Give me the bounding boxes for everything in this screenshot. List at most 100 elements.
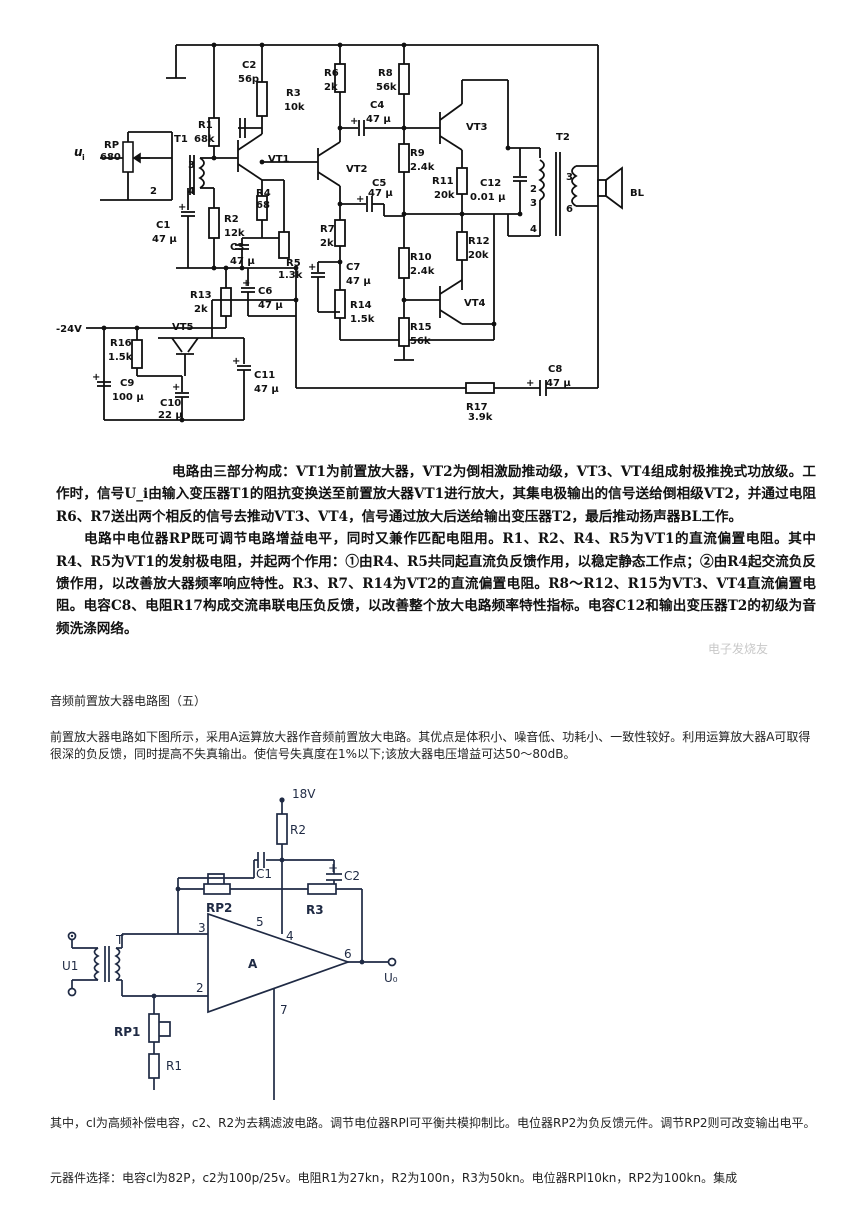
label-u1: U1 xyxy=(62,959,78,973)
plus-mark: + xyxy=(232,356,240,367)
label-r3: R3 xyxy=(306,903,324,917)
label-t1-p4: 4 xyxy=(188,186,195,197)
label-c1-val: 47 μ xyxy=(152,234,177,245)
label-ui: u xyxy=(74,145,83,159)
label-r9-val: 2.4k xyxy=(410,162,435,173)
label-r10-val: 2.4k xyxy=(410,266,435,277)
label-c5: C5 xyxy=(372,178,386,189)
label-c12: C12 xyxy=(480,178,501,189)
explain-paragraph: 其中，cl为高频补偿电容，c2、R2为去耦滤波电路。调节电位器RPl可平衡共模抑… xyxy=(50,1116,816,1130)
label-r1: R1 xyxy=(166,1059,182,1073)
intro-paragraph: 前置放大器电路如下图所示，采用A运算放大器作音频前置放大电路。其优点是体积小、噪… xyxy=(50,730,811,761)
label-rp: RP xyxy=(104,140,119,151)
label-r2: R2 xyxy=(224,214,239,225)
label-r16-val: 1.5k xyxy=(108,352,133,363)
label-t1: T1 xyxy=(174,134,188,145)
label-r17: R17 xyxy=(466,402,488,413)
label-t2-p3a: 3 xyxy=(530,198,537,209)
label-pin7: 7 xyxy=(280,1003,288,1017)
label-r17-val: 3.9k xyxy=(468,412,493,423)
label-r5: R5 xyxy=(286,258,301,269)
label-vt4: VT4 xyxy=(464,298,486,309)
circuit-description: 电路由三部分构成：VT1为前置放大器，VT2为倒相激励推动级，VT3、VT4组成… xyxy=(56,461,816,640)
schematic-opamp-preamp: 18V R2 C1 C2 RP2 R3 5 4 3 T U1 A 6 U₀ 2 … xyxy=(58,774,428,1106)
label-r8-val: 56k xyxy=(376,82,397,93)
label-vt5: VT5 xyxy=(172,322,194,333)
label-pin2: 2 xyxy=(196,981,204,995)
plus-mark: + xyxy=(350,116,358,127)
plus-mark: + xyxy=(356,194,364,205)
label-c9-val: 100 μ xyxy=(112,392,144,403)
label-vt2: VT2 xyxy=(346,164,368,175)
label-c12-val: 0.01 μ xyxy=(470,192,506,203)
label-pin6: 6 xyxy=(344,947,352,961)
plus-mark: + xyxy=(308,262,316,273)
label-pin5: 5 xyxy=(256,915,264,929)
label-c1: C1 xyxy=(156,220,170,231)
label-r15-val: 56k xyxy=(410,336,431,347)
label-c5-val: 47 μ xyxy=(368,188,393,199)
label-c4-val: 47 μ xyxy=(366,114,391,125)
label-t2-p4: 4 xyxy=(530,224,537,235)
plus-mark: + xyxy=(328,861,338,875)
label-c1: C1 xyxy=(256,867,272,881)
components-paragraph: 元器件选择：电容cl为82P，c2为100p/25v。电阻R1为27kn，R2为… xyxy=(50,1171,738,1185)
label-r12: R12 xyxy=(468,236,490,247)
label-t2-p3b: 3 xyxy=(566,172,573,183)
label-c2: C2 xyxy=(242,60,256,71)
watermark: 电子发烧友 xyxy=(708,642,769,656)
label-vt3: VT3 xyxy=(466,122,488,133)
label-c6: C6 xyxy=(258,286,272,297)
label-r1-val: 68k xyxy=(194,134,215,145)
label-c11-val: 47 μ xyxy=(254,384,279,395)
label-t2: T2 xyxy=(556,132,570,143)
label-r12-val: 20k xyxy=(468,250,489,261)
label-c9: C9 xyxy=(120,378,134,389)
label-r9: R9 xyxy=(410,148,425,159)
label-c2-val: 56p xyxy=(238,74,259,85)
label-t1-p2: 2 xyxy=(150,186,157,197)
label-r2: R2 xyxy=(290,823,306,837)
label-c2: C2 xyxy=(344,869,360,883)
label-t: T xyxy=(115,933,124,947)
label-pin4: 4 xyxy=(286,929,294,943)
label-r14: R14 xyxy=(350,300,372,311)
label-c4: C4 xyxy=(370,100,384,111)
label-m24v: -24V xyxy=(56,324,82,335)
label-t1-p3: 3 xyxy=(188,160,195,171)
label-c7-val: 47 μ xyxy=(346,276,371,287)
plus-mark: + xyxy=(178,202,186,213)
label-c10-val: 22 μ xyxy=(158,410,183,421)
label-r4-val: 68 xyxy=(256,200,270,211)
label-r13-val: 2k xyxy=(194,304,208,315)
label-r2-val: 12k xyxy=(224,228,245,239)
label-c7: C7 xyxy=(346,262,360,273)
label-a: A xyxy=(248,957,258,971)
plus-mark: + xyxy=(92,372,100,383)
label-r13: R13 xyxy=(190,290,212,301)
plus-mark: + xyxy=(172,382,180,393)
label-r6: R6 xyxy=(324,68,339,79)
label-c8: C8 xyxy=(548,364,562,375)
label-uo: U₀ xyxy=(384,971,398,985)
label-ui-sub: i xyxy=(82,153,85,162)
description-paragraph-1: 电路由三部分构成：VT1为前置放大器，VT2为倒相激励推动级，VT3、VT4组成… xyxy=(56,464,816,525)
description-paragraph-2: 电路中电位器RP既可调节电路增益电平，同时又兼作匹配电阻用。R1、R2、R4、R… xyxy=(56,531,816,637)
label-r6-val: 2k xyxy=(324,82,338,93)
label-r8: R8 xyxy=(378,68,393,79)
label-r3: R3 xyxy=(286,88,301,99)
label-c10: C10 xyxy=(160,398,181,409)
label-r1: R1 xyxy=(198,120,213,131)
label-r11-val: 20k xyxy=(434,190,455,201)
label-r7-val: 2k xyxy=(320,238,334,249)
label-c3-val: 47 μ xyxy=(230,256,255,267)
label-t2-p2: 2 xyxy=(530,184,537,195)
label-r16: R16 xyxy=(110,338,132,349)
label-vt1: VT1 xyxy=(268,154,290,165)
plus-mark: + xyxy=(526,378,534,389)
label-r5-val: 1.3k xyxy=(278,270,303,281)
label-rp1: RP1 xyxy=(114,1025,140,1039)
label-r11: R11 xyxy=(432,176,454,187)
label-c3: C3 xyxy=(230,242,244,253)
label-r10: R10 xyxy=(410,252,432,263)
